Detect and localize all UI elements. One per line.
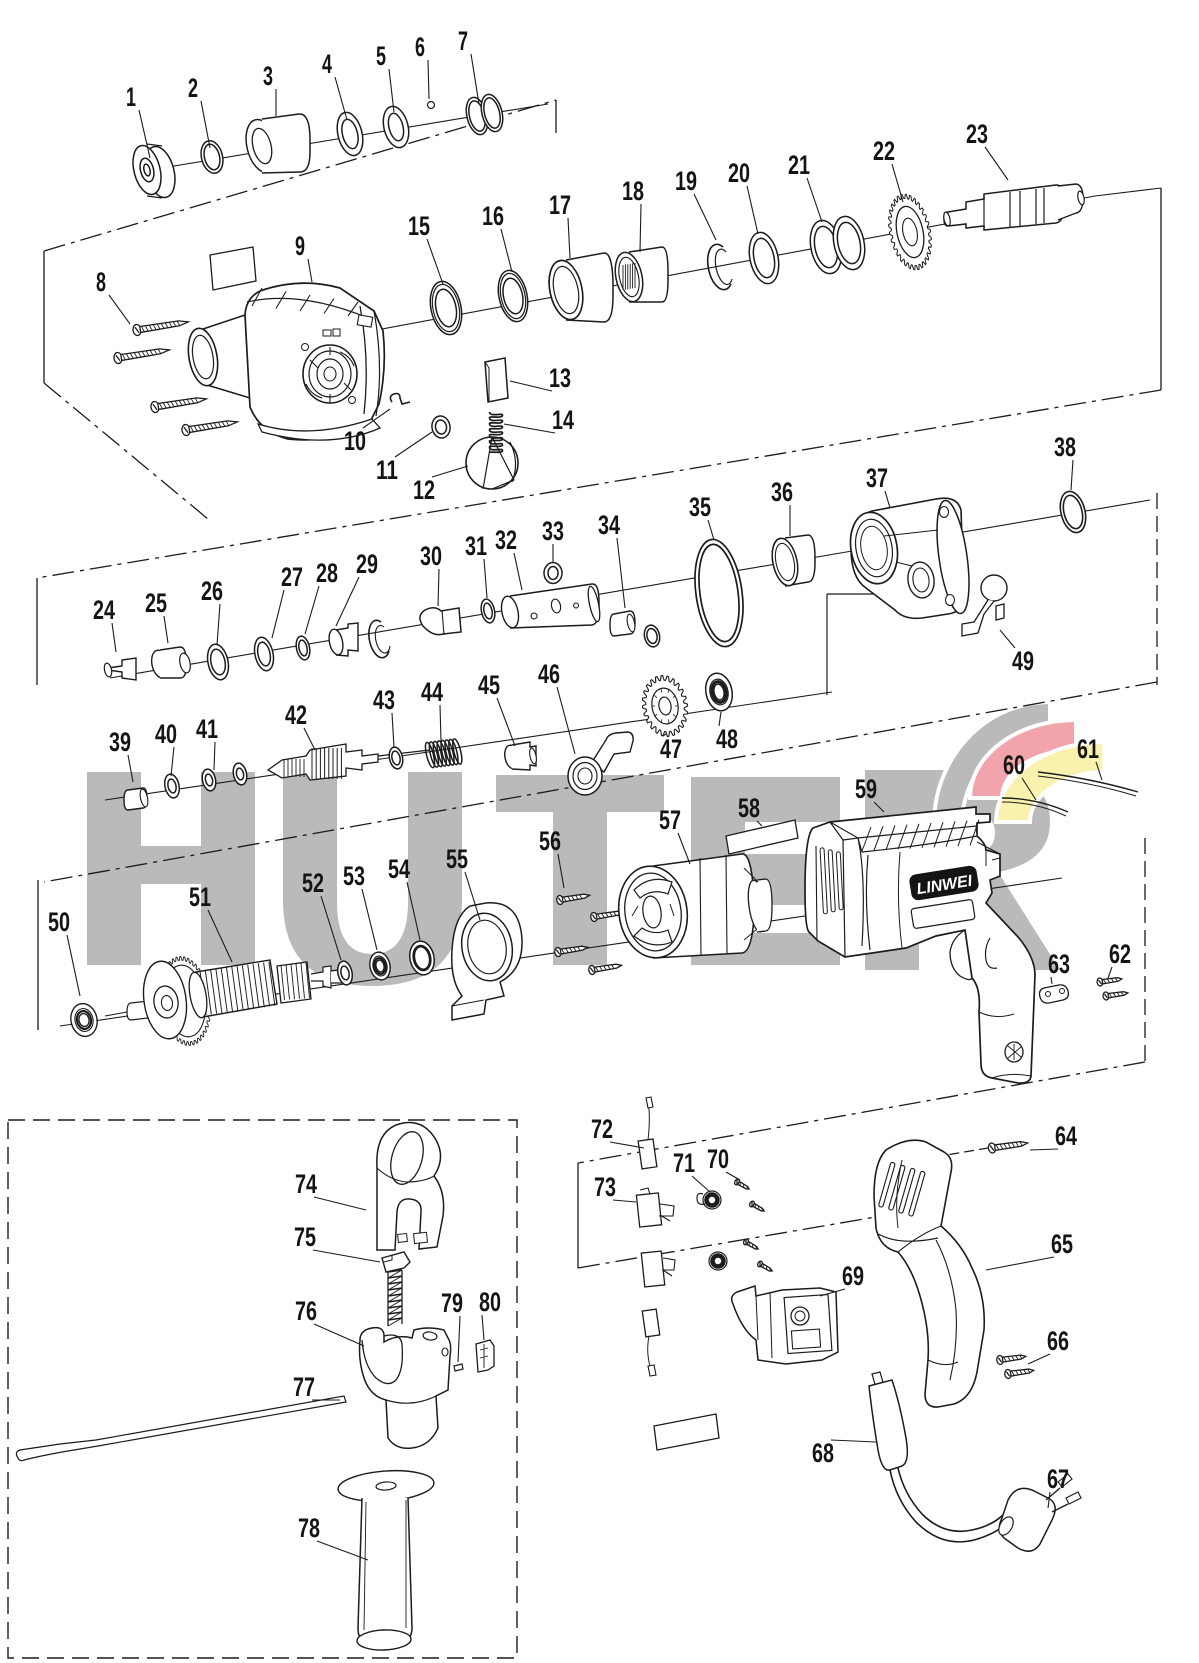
svg-text:21: 21 [788,150,810,180]
svg-text:37: 37 [866,463,888,493]
svg-text:48: 48 [716,724,738,754]
svg-text:68: 68 [812,1438,834,1468]
svg-text:73: 73 [594,1172,616,1202]
svg-text:56: 56 [539,826,561,856]
svg-text:54: 54 [388,854,410,884]
svg-text:5: 5 [376,41,386,71]
svg-text:17: 17 [549,190,571,220]
svg-text:34: 34 [598,510,620,540]
svg-text:59: 59 [855,774,877,804]
svg-text:55: 55 [446,844,468,874]
svg-text:20: 20 [728,158,750,188]
svg-text:67: 67 [1047,1464,1069,1494]
svg-text:79: 79 [441,1288,463,1318]
svg-text:3: 3 [263,61,273,91]
svg-text:72: 72 [591,1114,613,1144]
svg-text:57: 57 [659,805,681,835]
svg-text:41: 41 [196,714,218,744]
svg-text:75: 75 [294,1222,316,1252]
svg-text:26: 26 [201,576,223,606]
svg-text:65: 65 [1051,1229,1073,1259]
svg-text:53: 53 [343,861,365,891]
svg-text:44: 44 [421,677,443,707]
svg-text:77: 77 [293,1372,315,1402]
svg-text:63: 63 [1048,949,1070,979]
svg-text:15: 15 [408,211,430,241]
svg-text:38: 38 [1054,432,1076,462]
svg-text:36: 36 [771,477,793,507]
svg-text:8: 8 [96,267,106,297]
svg-text:49: 49 [1012,646,1034,676]
svg-text:52: 52 [302,868,324,898]
svg-text:12: 12 [413,475,435,505]
svg-text:42: 42 [285,700,307,730]
svg-text:24: 24 [93,595,115,625]
svg-text:80: 80 [479,1287,501,1317]
svg-text:47: 47 [660,734,682,764]
svg-text:40: 40 [155,719,177,749]
svg-text:33: 33 [542,516,564,546]
svg-text:28: 28 [316,558,338,588]
svg-text:71: 71 [673,1148,695,1178]
svg-text:19: 19 [675,166,697,196]
svg-text:50: 50 [48,907,70,937]
svg-text:22: 22 [873,136,895,166]
svg-text:46: 46 [538,659,560,689]
svg-text:76: 76 [295,1296,317,1326]
svg-text:35: 35 [689,492,711,522]
svg-text:51: 51 [189,882,211,912]
svg-text:1: 1 [126,82,136,112]
svg-text:39: 39 [109,727,131,757]
svg-text:43: 43 [373,685,395,715]
svg-text:61: 61 [1077,734,1099,764]
svg-text:23: 23 [966,119,988,149]
svg-text:2: 2 [188,73,198,103]
svg-text:13: 13 [549,363,571,393]
svg-text:66: 66 [1047,1326,1069,1356]
svg-text:32: 32 [495,525,517,555]
svg-text:9: 9 [295,231,305,261]
svg-text:74: 74 [295,1169,317,1199]
svg-text:4: 4 [322,49,332,79]
svg-text:45: 45 [478,670,500,700]
svg-text:62: 62 [1109,939,1131,969]
svg-text:25: 25 [145,588,167,618]
svg-text:69: 69 [842,1261,864,1291]
svg-text:64: 64 [1055,1121,1077,1151]
svg-text:18: 18 [622,176,644,206]
svg-text:60: 60 [1003,750,1025,780]
svg-text:78: 78 [298,1513,320,1543]
svg-text:16: 16 [482,201,504,231]
svg-text:6: 6 [415,32,425,62]
svg-text:70: 70 [707,1144,729,1174]
svg-text:27: 27 [281,562,303,592]
svg-text:58: 58 [738,793,760,823]
svg-text:11: 11 [376,455,398,485]
svg-text:10: 10 [344,426,366,456]
svg-text:7: 7 [458,26,468,56]
svg-text:14: 14 [552,405,574,435]
svg-text:31: 31 [465,531,487,561]
svg-text:30: 30 [420,541,442,571]
svg-text:29: 29 [356,549,378,579]
